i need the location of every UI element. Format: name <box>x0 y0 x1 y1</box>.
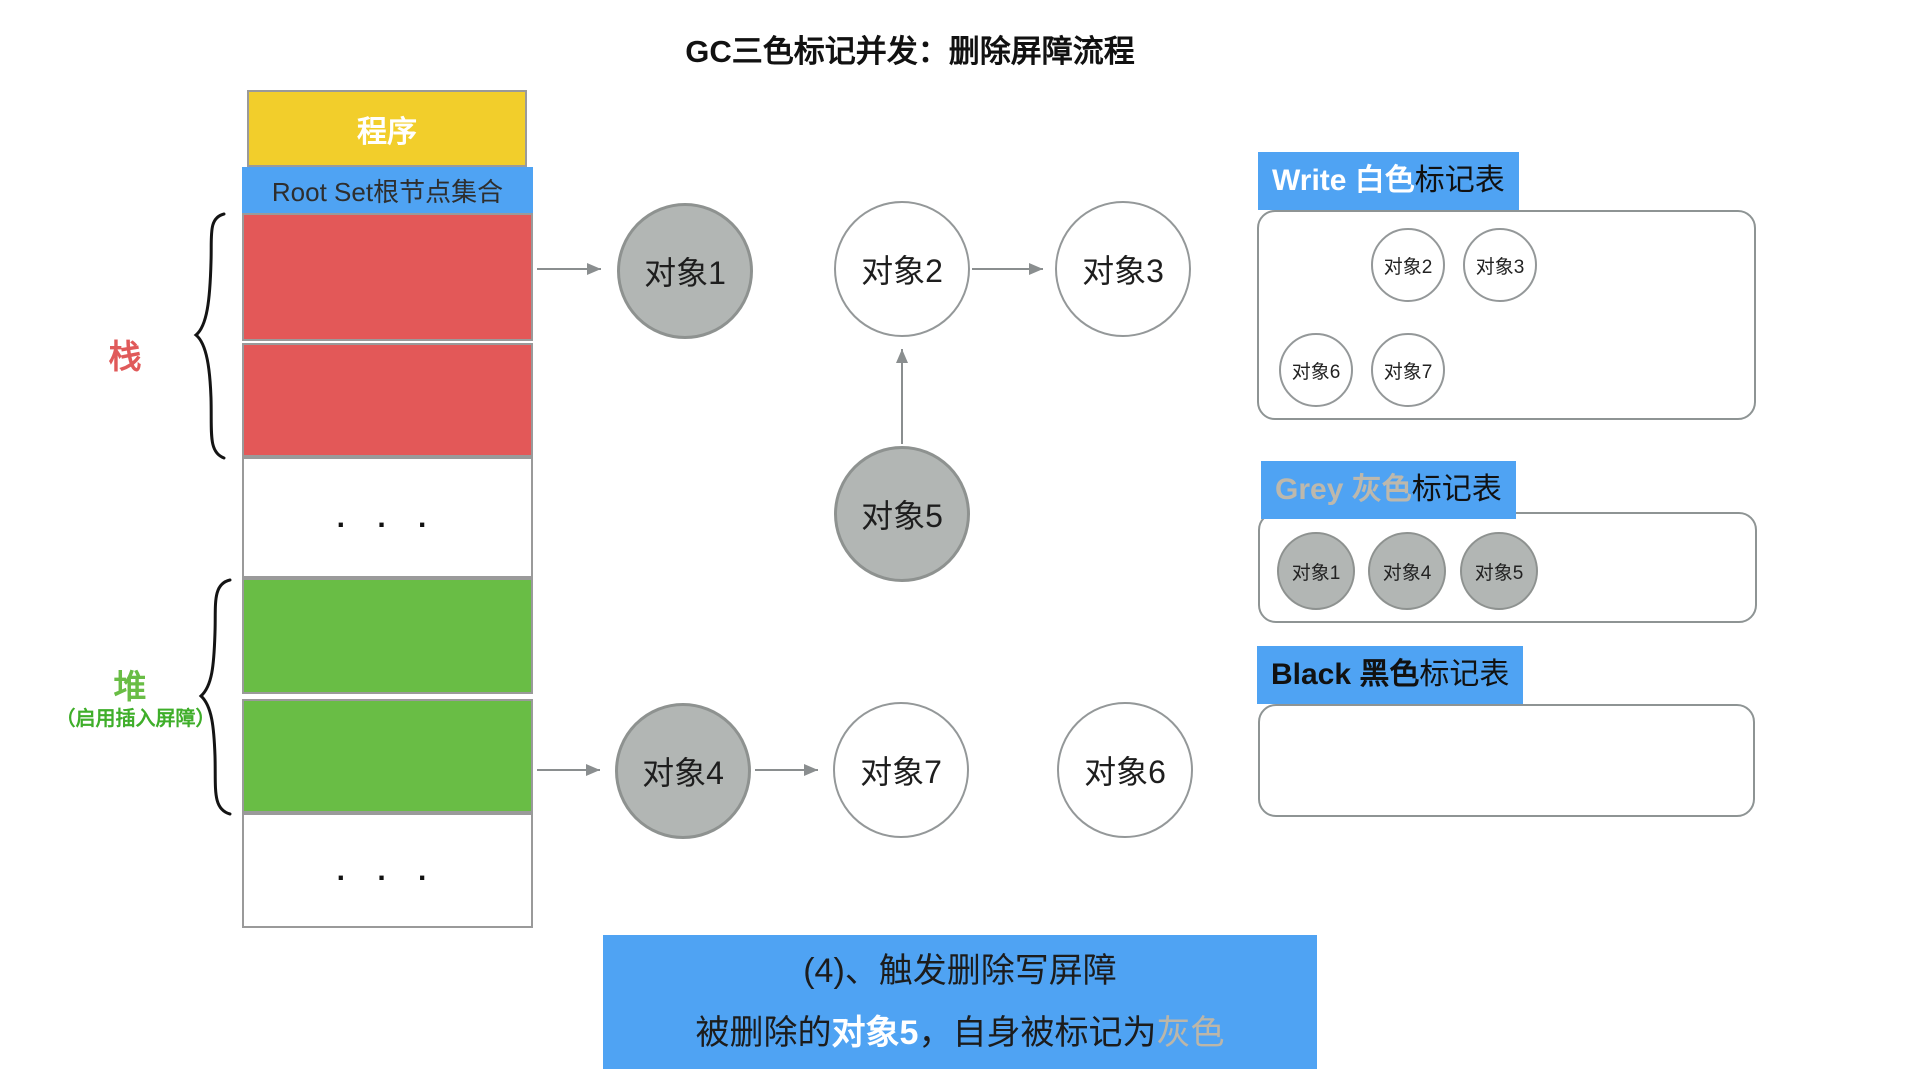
caption-line2: 被删除的对象5，自身被标记为灰色 <box>696 1002 1225 1064</box>
memory-ellipsis-box-1: . . . <box>242 457 533 578</box>
graph-node-obj3: 对象3 <box>1055 201 1191 337</box>
stack-brace <box>193 212 226 460</box>
graph-node-obj1: 对象1 <box>617 203 753 339</box>
white-table-item-obj7: 对象7 <box>1371 333 1445 407</box>
caption-line2-prefix: 被删除的 <box>695 1014 832 1052</box>
white-table-title-rest: 标记表 <box>1414 164 1505 197</box>
stack-brace-label: 栈 <box>108 338 142 375</box>
white-table-item-obj2: 对象2 <box>1371 228 1445 302</box>
heap-slot-1 <box>242 578 533 694</box>
heap-brace-sublabel: （启用插入屏障） <box>55 708 216 730</box>
page-title: GC三色标记并发：删除屏障流程 <box>685 34 1135 69</box>
grey-table-title: Grey 灰色标记表 <box>1261 461 1516 519</box>
grey-table-item-obj5: 对象5 <box>1460 532 1538 610</box>
mini-node-label: 对象7 <box>1383 361 1433 383</box>
caption-line2-suffix: 灰色 <box>1156 1014 1225 1052</box>
black-table-title-rest: 标记表 <box>1419 658 1510 691</box>
root-set-box: Root Set根节点集合 <box>242 167 533 213</box>
heap-slot-2 <box>242 699 533 813</box>
program-label: 程序 <box>357 115 417 149</box>
node-label: 对象7 <box>860 754 942 790</box>
ellipsis-text: . . . <box>336 853 439 887</box>
memory-ellipsis-box-2: . . . <box>242 813 533 928</box>
caption-line2-object: 对象5 <box>831 1014 919 1052</box>
grey-table-item-obj4: 对象4 <box>1368 532 1446 610</box>
mini-node-label: 对象2 <box>1383 256 1433 278</box>
ellipsis-text: . . . <box>336 500 439 534</box>
graph-node-obj5: 对象5 <box>834 446 970 582</box>
white-table-title: Write 白色标记表 <box>1258 152 1519 210</box>
heap-brace-label: 堆 <box>113 668 147 705</box>
node-label: 对象4 <box>642 755 724 791</box>
node-label: 对象6 <box>1084 754 1166 790</box>
mini-node-label: 对象1 <box>1291 562 1341 584</box>
black-table-container <box>1258 704 1755 817</box>
stack-slot-2 <box>242 343 533 457</box>
white-table-item-obj3: 对象3 <box>1463 228 1537 302</box>
caption-line2-middle: ，自身被标记为 <box>918 1014 1157 1052</box>
caption-line1: (4)、触发删除写屏障 <box>803 952 1117 990</box>
black-table-title: Black 黑色标记表 <box>1257 646 1524 704</box>
step-caption: (4)、触发删除写屏障 被删除的对象5，自身被标记为灰色 <box>603 935 1317 1069</box>
node-label: 对象3 <box>1082 253 1164 289</box>
grey-table-title-highlight: Grey 灰色 <box>1275 473 1412 506</box>
graph-node-obj7: 对象7 <box>833 702 969 838</box>
mini-node-label: 对象4 <box>1382 562 1432 584</box>
black-table-title-highlight: Black 黑色 <box>1271 658 1420 691</box>
grey-table-item-obj1: 对象1 <box>1277 532 1355 610</box>
mini-node-label: 对象3 <box>1475 256 1525 278</box>
graph-node-obj4: 对象4 <box>615 703 751 839</box>
graph-node-obj6: 对象6 <box>1057 702 1193 838</box>
graph-node-obj2: 对象2 <box>834 201 970 337</box>
node-label: 对象5 <box>861 498 943 534</box>
mini-node-label: 对象6 <box>1291 361 1341 383</box>
root-set-label: Root Set根节点集合 <box>271 176 504 207</box>
white-table-title-highlight: Write 白色 <box>1272 164 1415 197</box>
grey-table-title-rest: 标记表 <box>1411 473 1502 506</box>
node-label: 对象1 <box>644 255 726 291</box>
white-table-item-obj6: 对象6 <box>1279 333 1353 407</box>
heap-brace <box>198 578 232 816</box>
mini-node-label: 对象5 <box>1474 562 1524 584</box>
stack-slot-1 <box>242 213 533 341</box>
program-box: 程序 <box>247 90 527 167</box>
node-label: 对象2 <box>861 253 943 289</box>
